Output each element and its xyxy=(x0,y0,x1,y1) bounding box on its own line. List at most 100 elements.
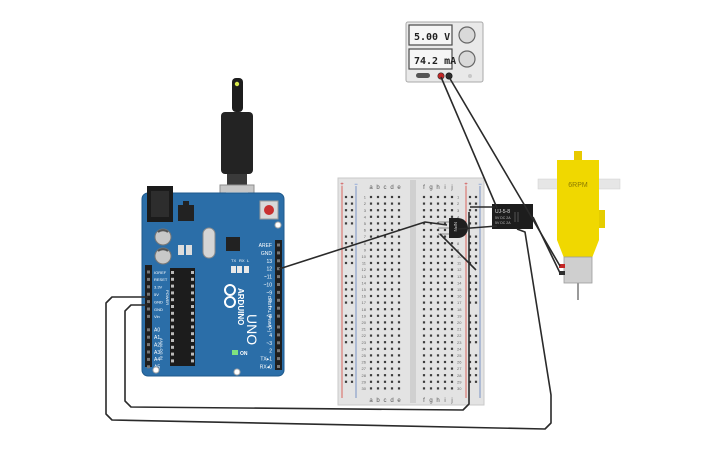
breadboard-hole[interactable] xyxy=(376,209,380,212)
breadboard-hole[interactable] xyxy=(376,242,380,245)
breadboard-hole[interactable] xyxy=(390,288,394,291)
breadboard-hole[interactable] xyxy=(436,367,440,370)
breadboard-hole[interactable] xyxy=(443,294,447,298)
breadboard-hole[interactable] xyxy=(397,360,401,364)
breadboard-hole[interactable] xyxy=(376,308,380,311)
breadboard-hole[interactable] xyxy=(443,242,447,245)
breadboard-hole[interactable] xyxy=(376,314,380,317)
rail-hole[interactable] xyxy=(468,321,472,324)
breadboard-hole[interactable] xyxy=(376,321,380,324)
rail-hole[interactable] xyxy=(468,367,472,370)
breadboard-hole[interactable] xyxy=(450,288,454,291)
breadboard-hole[interactable] xyxy=(429,334,433,337)
rail-hole[interactable] xyxy=(344,367,348,370)
breadboard-hole[interactable] xyxy=(383,222,387,225)
breadboard-hole[interactable] xyxy=(397,301,401,304)
rail-hole[interactable] xyxy=(474,235,478,238)
breadboard-hole[interactable] xyxy=(429,360,433,364)
breadboard-hole[interactable] xyxy=(422,314,426,317)
rail-hole[interactable] xyxy=(468,275,472,278)
breadboard-hole[interactable] xyxy=(397,334,401,337)
breadboard-hole[interactable] xyxy=(429,308,433,311)
rail-hole[interactable] xyxy=(344,374,348,377)
breadboard-hole[interactable] xyxy=(383,374,387,377)
header-pin[interactable] xyxy=(147,270,150,274)
breadboard-hole[interactable] xyxy=(369,334,373,337)
breadboard-hole[interactable] xyxy=(383,288,387,291)
breadboard-hole[interactable] xyxy=(450,347,454,350)
breadboard-hole[interactable] xyxy=(369,275,373,278)
breadboard-hole[interactable] xyxy=(443,380,447,383)
breadboard-hole[interactable] xyxy=(422,294,426,298)
breadboard-hole[interactable] xyxy=(369,261,373,265)
rail-hole[interactable] xyxy=(468,360,472,364)
breadboard-hole[interactable] xyxy=(436,248,440,251)
wire-supply-negative-to-motor[interactable] xyxy=(448,76,561,267)
breadboard-hole[interactable] xyxy=(422,288,426,291)
breadboard-hole[interactable] xyxy=(436,380,440,383)
breadboard-hole[interactable] xyxy=(369,387,373,390)
rail-hole[interactable] xyxy=(474,354,478,357)
breadboard-hole[interactable] xyxy=(369,242,373,245)
breadboard-hole[interactable] xyxy=(390,202,394,205)
breadboard-hole[interactable] xyxy=(383,209,387,212)
breadboard-hole[interactable] xyxy=(376,261,380,265)
breadboard-hole[interactable] xyxy=(369,360,373,364)
rail-hole[interactable] xyxy=(344,301,348,304)
rail-hole[interactable] xyxy=(344,294,348,298)
breadboard-hole[interactable] xyxy=(376,354,380,357)
breadboard-hole[interactable] xyxy=(369,308,373,311)
breadboard-hole[interactable] xyxy=(429,235,433,238)
breadboard-hole[interactable] xyxy=(376,222,380,225)
rail-hole[interactable] xyxy=(350,301,354,304)
breadboard-hole[interactable] xyxy=(376,367,380,370)
rail-hole[interactable] xyxy=(350,354,354,357)
breadboard-hole[interactable] xyxy=(450,301,454,304)
dc-gear-motor[interactable]: 6RPM xyxy=(537,151,621,300)
breadboard-hole[interactable] xyxy=(376,380,380,383)
rail-hole[interactable] xyxy=(474,288,478,291)
breadboard-hole[interactable] xyxy=(376,215,380,218)
rail-hole[interactable] xyxy=(474,367,478,370)
breadboard-hole[interactable] xyxy=(383,242,387,245)
rail-hole[interactable] xyxy=(468,255,472,258)
breadboard-hole[interactable] xyxy=(369,341,373,344)
breadboard-hole[interactable] xyxy=(450,327,454,331)
breadboard-hole[interactable] xyxy=(443,354,447,357)
header-pin[interactable] xyxy=(277,365,280,368)
breadboard-hole[interactable] xyxy=(390,222,394,225)
breadboard-hole[interactable] xyxy=(429,380,433,383)
header-pin[interactable] xyxy=(147,314,150,318)
breadboard-hole[interactable] xyxy=(390,268,394,271)
breadboard-hole[interactable] xyxy=(450,255,454,258)
breadboard-hole[interactable] xyxy=(450,248,454,251)
breadboard-hole[interactable] xyxy=(397,327,401,331)
breadboard-hole[interactable] xyxy=(383,248,387,251)
rail-hole[interactable] xyxy=(468,222,472,225)
breadboard-hole[interactable] xyxy=(383,334,387,337)
breadboard-hole[interactable] xyxy=(443,367,447,370)
breadboard-hole[interactable] xyxy=(376,248,380,251)
breadboard-hole[interactable] xyxy=(376,202,380,205)
breadboard-hole[interactable] xyxy=(376,374,380,377)
breadboard-hole[interactable] xyxy=(443,261,447,265)
breadboard-hole[interactable] xyxy=(369,354,373,357)
breadboard-hole[interactable] xyxy=(436,242,440,245)
header-pin[interactable] xyxy=(277,298,280,302)
breadboard-hole[interactable] xyxy=(450,242,454,245)
rail-hole[interactable] xyxy=(468,215,472,218)
breadboard-hole[interactable] xyxy=(422,275,426,278)
breadboard-hole[interactable] xyxy=(450,354,454,357)
breadboard-hole[interactable] xyxy=(383,387,387,390)
breadboard-hole[interactable] xyxy=(422,354,426,357)
breadboard-hole[interactable] xyxy=(383,327,387,331)
breadboard-hole[interactable] xyxy=(383,321,387,324)
breadboard-hole[interactable] xyxy=(397,202,401,205)
breadboard-hole[interactable] xyxy=(443,308,447,311)
breadboard-hole[interactable] xyxy=(443,387,447,390)
rail-hole[interactable] xyxy=(344,195,348,199)
breadboard-hole[interactable] xyxy=(422,248,426,251)
arduino-uno-board[interactable]: TX RX L ON ARDUINO UNO DIGITAL (PWM ~) A… xyxy=(141,186,285,377)
breadboard-hole[interactable] xyxy=(376,255,380,258)
